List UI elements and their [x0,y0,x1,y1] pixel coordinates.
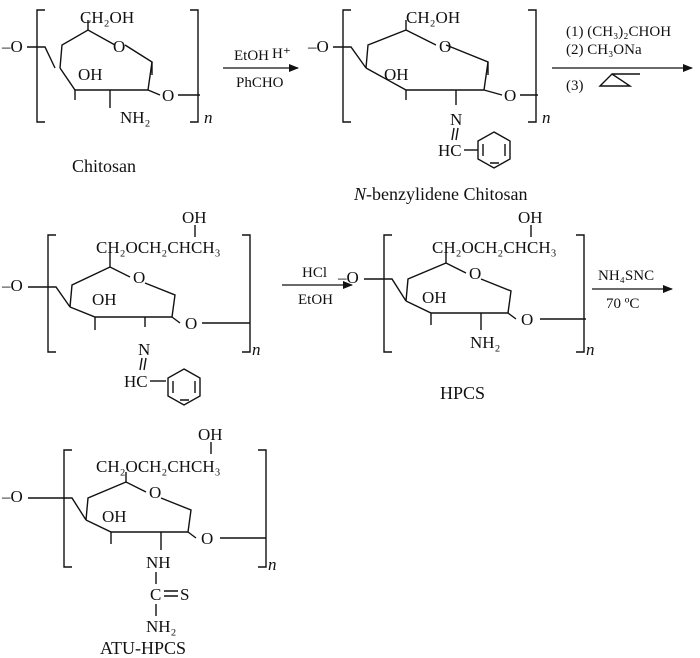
ring-oxygen: O [133,268,145,287]
link-oxygen: O [521,310,533,329]
imine-carbon: HC [438,141,462,160]
ring-oxygen: O [439,37,451,56]
arrow-1: EtOH H⁺ PhCHO [223,46,299,91]
repeat-n: n [268,555,277,574]
side-hydroxyl: OH [198,425,223,444]
atu-hpcs-caption: ATU-HPCS [100,638,186,658]
arrow-4: NH₄SNC 70 ºC [592,268,673,312]
chitosan-molecule: –O CH₂OH O OH NH₂ O n Chitosan [1,8,213,176]
repeat-n: n [204,108,213,127]
arrow-1-reagent-bottom: PhCHO [236,75,284,91]
link-oxygen: O [185,314,197,333]
hydroxyl: OH [422,288,447,307]
arrow-4-reagent-bottom: 70 ºC [606,296,639,312]
imine-carbon: HC [124,372,148,391]
arrow-3: HCl EtOH [282,265,353,308]
ring-oxygen: O [149,483,161,502]
arrow-2-step-1: (1) (CH₃)₂CHOH [566,24,671,40]
hydroxyl: OH [92,290,117,309]
arrow-2-step-3: (3) [566,78,584,94]
ring-oxygen: O [113,37,125,56]
end-oxygen: –O [1,487,23,506]
benzylidene-caption: N-benzylidene Chitosan [353,184,527,204]
amine: NH₂ [120,108,150,127]
link-oxygen: O [162,86,174,105]
repeat-n: n [542,108,551,127]
hydroxyl: OH [78,65,103,84]
benzene-ring [167,368,201,406]
side-chain: CH₂OCH₂CHCH₃ [432,238,557,257]
hydroxyl: OH [384,65,409,84]
atu-hpcs-molecule: –O OH CH₂OCH₂CHCH₃ O OH O n NH C S NH₂ A… [1,425,277,658]
end-oxygen: –O [1,276,23,295]
imine-nitrogen: N [450,110,462,129]
epoxide-icon [598,73,640,87]
chitosan-c6: CH₂OH [80,8,134,27]
side-hydroxyl: OH [518,208,543,227]
side-hydroxyl: OH [182,208,207,227]
hydroxyl: OH [102,507,127,526]
hpcs-molecule: –O OH CH₂OCH₂CHCH₃ O OH O n NH₂ HPCS [337,208,595,403]
end-oxygen: –O [1,37,23,56]
amine: NH₂ [470,333,500,352]
side-chain: CH₂OCH₂CHCH₃ [96,238,221,257]
side-chain: CH₂OCH₂CHCH₃ [96,457,221,476]
arrow-2-step-2: (2) CH₃ONa [566,42,642,58]
end-oxygen: –O [337,268,359,287]
arrow-1-reagent-top: EtOH [234,48,269,64]
link-oxygen: O [504,86,516,105]
imine-nitrogen: N [138,340,150,359]
hp-benzylidene-chitosan-molecule: –O OH CH₂OCH₂CHCH₃ O OH O n N HC [1,208,261,406]
arrow-3-reagent-bottom: EtOH [298,292,333,308]
n-benzylidene-chitosan-molecule: –O CH₂OH O OH O n N HC N-benzylidene Chi… [307,8,551,204]
arrow-3-reagent-top: HCl [302,265,327,281]
arrow-1-reagent-top-sup: H⁺ [272,46,291,62]
arrow-2: (1) (CH₃)₂CHOH (2) CH₃ONa (3) [552,24,693,94]
link-oxygen: O [201,529,213,548]
thiourea-carbon: C [150,585,161,604]
ring-oxygen: O [469,264,481,283]
repeat-n: n [586,340,595,359]
end-oxygen: –O [307,37,329,56]
thiourea-sulfur: S [180,585,189,604]
repeat-n: n [252,340,261,359]
benzene-ring [477,131,511,169]
hpcs-caption: HPCS [440,383,485,403]
arrow-4-reagent-top: NH₄SNC [598,268,654,284]
thiourea-nh: NH [146,553,171,572]
thiourea-amine: NH₂ [146,617,176,636]
benzylidene-c6: CH₂OH [406,8,460,27]
chitosan-caption: Chitosan [72,156,136,176]
